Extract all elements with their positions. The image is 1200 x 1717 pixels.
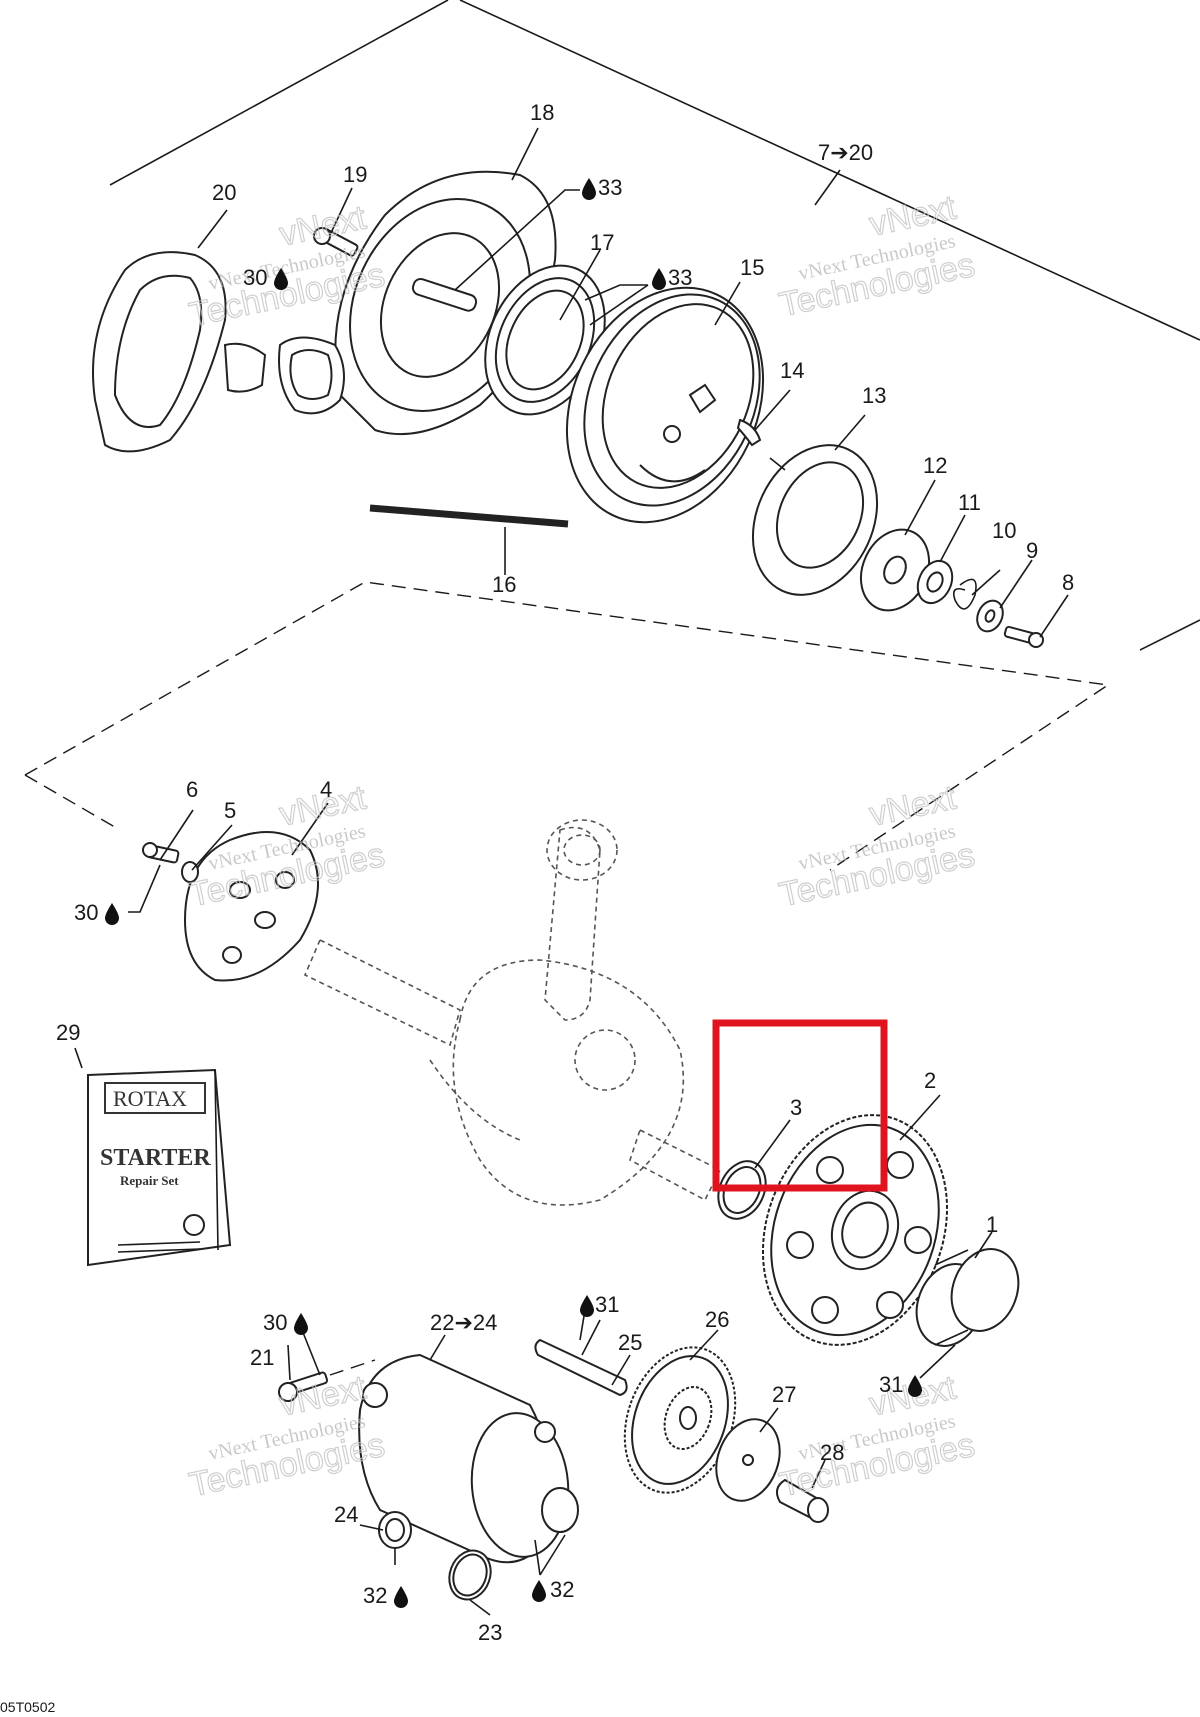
starter-o-ring-part bbox=[378, 1511, 412, 1549]
callout-7-20: 7➔20 bbox=[818, 140, 873, 165]
bushing-28-part bbox=[775, 1478, 829, 1523]
manual-title: STARTER bbox=[100, 1145, 211, 1171]
washer-part bbox=[976, 599, 1004, 633]
pawl-part bbox=[736, 418, 762, 447]
callout-12: 12 bbox=[923, 453, 947, 478]
oil-drop-icon bbox=[274, 268, 288, 290]
oil-drop-icon bbox=[652, 268, 666, 290]
spacer-part bbox=[916, 559, 954, 605]
callout-16: 16 bbox=[492, 572, 516, 597]
callout-23: 23 bbox=[478, 1620, 502, 1645]
pawl-carrier-part bbox=[751, 444, 879, 596]
callout-30a: 30 bbox=[243, 265, 267, 290]
repair-manual-part bbox=[87, 1068, 232, 1267]
callout-5: 5 bbox=[224, 798, 236, 823]
crankcase-plate-part bbox=[183, 831, 319, 982]
callout-31a: 31 bbox=[879, 1372, 903, 1397]
oil-drop-icon bbox=[908, 1375, 922, 1397]
callout-20: 20 bbox=[212, 180, 236, 205]
callout-3: 3 bbox=[790, 1095, 802, 1120]
callout-25: 25 bbox=[618, 1330, 642, 1355]
callout-17: 17 bbox=[590, 230, 614, 255]
callout-4: 4 bbox=[320, 777, 332, 802]
callout-15: 15 bbox=[740, 255, 764, 280]
lubricant-icons bbox=[105, 178, 922, 1608]
callout-13: 13 bbox=[862, 383, 886, 408]
callout-24: 24 bbox=[334, 1502, 358, 1527]
starter-motor-part bbox=[358, 1353, 579, 1564]
idler-shaft-part bbox=[534, 1338, 628, 1397]
oil-drop-icon bbox=[582, 178, 596, 200]
screw-21-part bbox=[278, 1359, 376, 1402]
callout-9: 9 bbox=[1026, 538, 1038, 563]
callout-33b: 33 bbox=[668, 265, 692, 290]
starter-rope-part bbox=[369, 504, 569, 528]
ring-gear-part bbox=[761, 1114, 949, 1346]
screw-part bbox=[1003, 625, 1044, 648]
rope-pulley-part bbox=[565, 286, 765, 524]
needle-bearing-part bbox=[915, 1248, 1020, 1347]
friction-plate-part bbox=[859, 528, 931, 612]
manual-brand: ROTAX bbox=[113, 1086, 187, 1111]
oil-drop-icon bbox=[532, 1580, 546, 1602]
callout-10: 10 bbox=[992, 518, 1016, 543]
callout-14: 14 bbox=[780, 358, 804, 383]
callout-6: 6 bbox=[186, 777, 198, 802]
oil-drop-icon bbox=[394, 1586, 408, 1608]
oil-drop-icon bbox=[105, 903, 119, 925]
callout-labels: 18 19 20 7➔20 33 17 33 15 30 14 13 12 11… bbox=[56, 100, 1074, 1645]
callout-27: 27 bbox=[772, 1382, 796, 1407]
callout-32b: 32 bbox=[550, 1577, 574, 1602]
callout-33a: 33 bbox=[598, 175, 622, 200]
spring-clip-part bbox=[952, 578, 977, 610]
figure-code: 05T0502 bbox=[0, 1699, 55, 1715]
washer-27-part bbox=[715, 1418, 781, 1502]
callout-30b: 30 bbox=[74, 900, 98, 925]
callout-28: 28 bbox=[820, 1440, 844, 1465]
callout-29: 29 bbox=[56, 1020, 80, 1045]
callout-18: 18 bbox=[530, 100, 554, 125]
leader-lines bbox=[74, 127, 1069, 1616]
callout-30c: 30 bbox=[263, 1310, 287, 1335]
callout-21: 21 bbox=[250, 1345, 274, 1370]
upper-assembly-boundary bbox=[24, 0, 1200, 871]
callout-32a: 32 bbox=[363, 1583, 387, 1608]
oil-drop-icon bbox=[294, 1313, 308, 1335]
rope-handle-part bbox=[92, 251, 267, 453]
callout-8: 8 bbox=[1062, 570, 1074, 595]
callout-1: 1 bbox=[986, 1212, 998, 1237]
callout-31b: 31 bbox=[595, 1292, 619, 1317]
callout-2: 2 bbox=[924, 1068, 936, 1093]
cover-bolt-part bbox=[313, 227, 359, 257]
callout-22-24: 22➔24 bbox=[430, 1310, 497, 1335]
starter-seal-part bbox=[448, 1549, 492, 1601]
highlight-box bbox=[712, 1019, 888, 1192]
crankshaft-part bbox=[303, 819, 722, 1206]
oil-drop-icon bbox=[580, 1295, 594, 1317]
manual-subtitle: Repair Set bbox=[120, 1173, 179, 1188]
callout-19: 19 bbox=[343, 162, 367, 187]
callout-11: 11 bbox=[958, 490, 981, 515]
callout-26: 26 bbox=[705, 1307, 729, 1332]
idler-gear-part bbox=[623, 1346, 737, 1494]
